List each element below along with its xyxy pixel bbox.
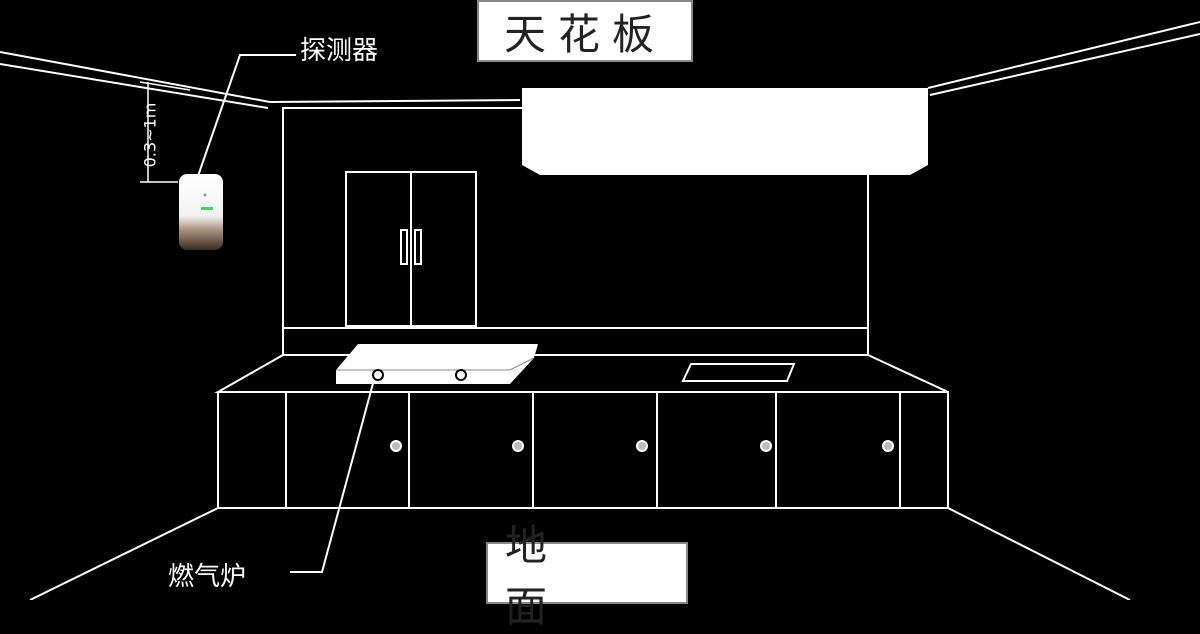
ceiling-line-right	[927, 21, 1200, 89]
stove-knob-left	[372, 369, 384, 381]
range-hood	[522, 88, 928, 175]
stove-label: 燃气炉	[168, 562, 247, 592]
knob-icon	[636, 440, 648, 452]
countertop	[214, 354, 949, 393]
floor-line-left	[29, 507, 219, 600]
knob-icon	[512, 440, 524, 452]
knob-icon	[882, 440, 894, 452]
ceiling-line-left-2	[0, 63, 269, 109]
distance-label: 0.3~1m	[140, 102, 160, 168]
cabinet-handle-right	[414, 229, 422, 265]
ceiling-label: 天花板	[477, 0, 693, 62]
gas-stove	[336, 344, 538, 384]
stove-leader	[290, 375, 376, 573]
gas-detector-icon	[179, 174, 223, 250]
cabinet-handle-left	[400, 229, 408, 265]
stove-knob-right	[455, 369, 467, 381]
floor-line-right	[947, 507, 1131, 600]
detector-label: 探测器	[300, 36, 379, 66]
ceiling-line-right-2	[929, 33, 1200, 96]
knob-icon	[390, 440, 402, 452]
ceiling-line-left	[0, 51, 521, 104]
kitchen-diagram	[0, 21, 1200, 600]
floor-label: 地 面	[486, 521, 688, 631]
knob-icon	[760, 440, 772, 452]
detector-leader	[197, 54, 296, 177]
sink	[681, 363, 796, 382]
base-cabinets	[217, 391, 949, 509]
